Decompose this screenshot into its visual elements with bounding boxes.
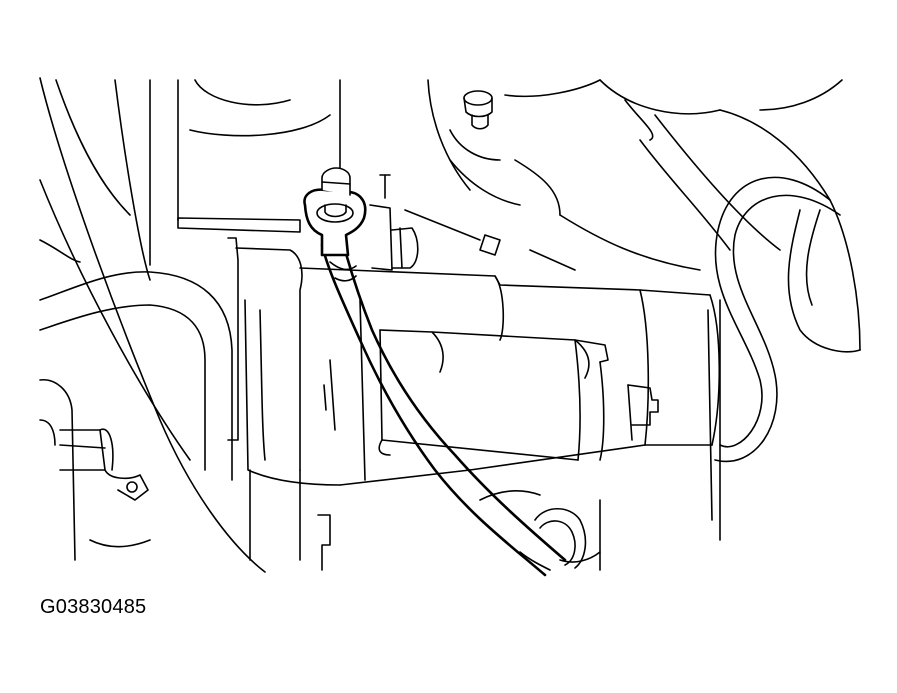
left-hose-assembly	[39, 239, 233, 561]
lower-right-fittings	[479, 490, 601, 571]
engine-block-outline	[39, 77, 341, 573]
starter-motor	[177, 174, 721, 571]
hose-loop-right	[707, 176, 861, 541]
ring-terminal	[303, 167, 367, 257]
mounting-bolt-top	[463, 90, 493, 130]
battery-cable	[320, 243, 567, 577]
figure-id-label: G03830485	[40, 596, 147, 618]
upper-right-housing	[404, 79, 861, 351]
